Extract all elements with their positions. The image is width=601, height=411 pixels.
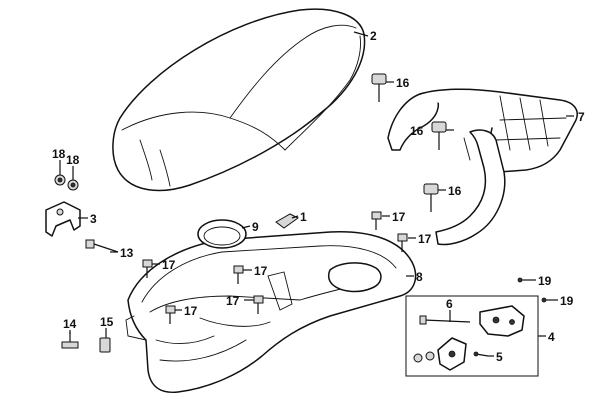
- label-6: 6: [446, 297, 453, 311]
- label-15: 15: [100, 315, 114, 329]
- label-16-middle: 16: [410, 124, 424, 138]
- label-2: 2: [370, 29, 377, 43]
- label-19-bottom: 19: [560, 294, 574, 308]
- lock-assembly-box: [405, 295, 539, 377]
- nut-18-right: [67, 179, 79, 191]
- label-4: 4: [548, 330, 555, 344]
- label-18-right: 18: [66, 153, 80, 167]
- clip-15: [99, 337, 111, 353]
- bolt-16-top: [371, 73, 387, 102]
- lock-cable-6: [419, 315, 471, 325]
- part-1-bracket: [275, 213, 299, 229]
- bolt-16-lower: [423, 183, 439, 212]
- screw-19-top: [517, 277, 528, 283]
- label-17-d: 17: [254, 264, 268, 278]
- nut-18-left: [54, 174, 66, 186]
- leader-lines: [59, 31, 574, 357]
- screw-17-a: [371, 211, 382, 230]
- label-8: 8: [416, 270, 423, 284]
- label-16-lower: 16: [448, 184, 462, 198]
- label-5: 5: [496, 350, 503, 364]
- bolt-14: [61, 332, 79, 349]
- lock-latch: [479, 305, 525, 337]
- label-13: 13: [120, 246, 134, 260]
- label-17-f: 17: [226, 294, 240, 308]
- seat: [112, 8, 366, 192]
- label-14: 14: [63, 317, 77, 331]
- bracket-3: [45, 201, 81, 237]
- bolt-13: [85, 239, 119, 253]
- label-7: 7: [578, 110, 585, 124]
- luggage-box: [125, 231, 417, 394]
- screw-17-b: [397, 233, 408, 252]
- label-17-c: 17: [162, 258, 176, 272]
- label-17-e: 17: [184, 304, 198, 318]
- label-18-left: 18: [52, 147, 66, 161]
- callout-labels: 2 16 16 16 7 1 9 3 13 17 17 17 17 17 17 …: [52, 29, 585, 364]
- lock-cylinder: [413, 337, 467, 371]
- label-17-b: 17: [418, 232, 432, 246]
- label-1: 1: [300, 210, 307, 224]
- lid-cover-9: [197, 219, 247, 249]
- screw-5: [473, 351, 489, 357]
- label-19-top: 19: [538, 274, 552, 288]
- label-17-a: 17: [392, 210, 406, 224]
- label-3: 3: [90, 212, 97, 226]
- rear-carrier: [387, 88, 578, 246]
- bolt-16-middle: [431, 121, 447, 150]
- label-16-top: 16: [396, 76, 410, 90]
- screw-19-bottom: [541, 297, 552, 303]
- label-9: 9: [252, 220, 259, 234]
